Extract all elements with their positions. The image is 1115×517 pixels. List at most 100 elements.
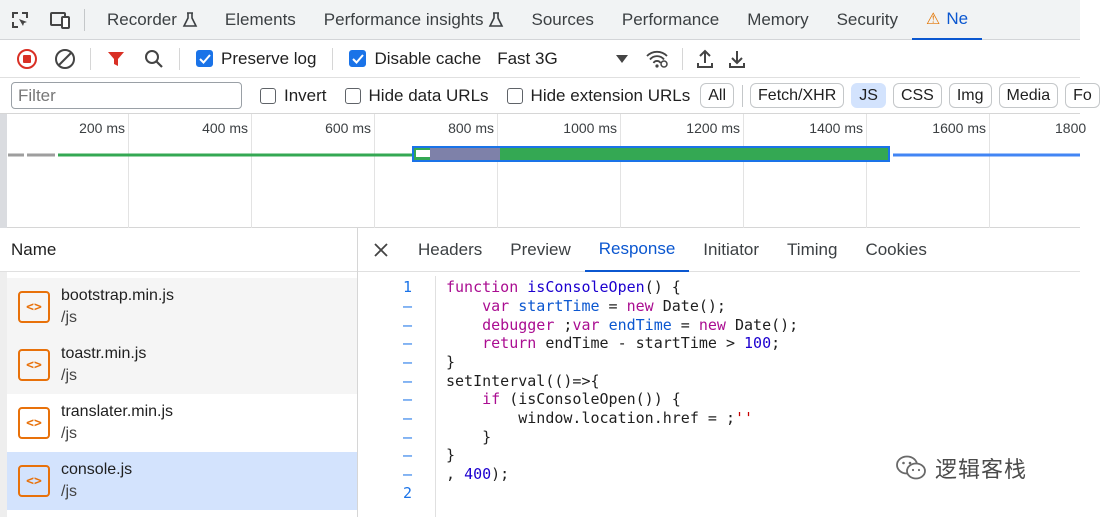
tick-label: 1000 ms: [563, 120, 617, 136]
line-number: 2: [402, 484, 412, 502]
export-har-icon[interactable]: [721, 40, 753, 78]
line-number: –: [402, 316, 412, 334]
divider: [681, 47, 683, 70]
request-row-selected[interactable]: <> console.js /js: [7, 452, 357, 510]
detail-tab-bar: Headers Preview Response Initiator Timin…: [358, 228, 1080, 272]
disable-cache-checkbox[interactable]: Disable cache: [349, 49, 481, 69]
network-overview-timeline[interactable]: 200 ms 400 ms 600 ms 800 ms 1000 ms 1200…: [0, 114, 1086, 228]
code-line: debugger ;var endTime = new Date();: [482, 316, 799, 334]
timeline-resize-handle[interactable]: [0, 114, 7, 228]
filter-bar: Filter Invert Hide data URLs Hide extens…: [0, 78, 1100, 114]
throttling-value: Fast 3G: [497, 48, 558, 68]
filter-placeholder: Filter: [18, 85, 56, 105]
throttling-select[interactable]: Fast 3G: [497, 48, 628, 69]
record-icon[interactable]: [8, 40, 46, 78]
pill-label: CSS: [900, 86, 934, 104]
tick-label: 1200 ms: [686, 120, 740, 136]
type-filter-all[interactable]: All: [700, 83, 735, 108]
tab-label: Headers: [418, 239, 483, 259]
type-filter-img[interactable]: Img: [948, 83, 992, 108]
import-har-icon[interactable]: [689, 40, 721, 78]
tab-label: Response: [598, 238, 676, 258]
request-row[interactable]: <> bootstrap.min.js /js: [7, 278, 357, 336]
watermark-text: 逻辑客栈: [935, 458, 1028, 483]
row-strip: [0, 272, 7, 517]
device-toolbar-icon[interactable]: [40, 0, 80, 40]
invert-checkbox[interactable]: Invert: [260, 86, 327, 106]
type-filter-css[interactable]: CSS: [892, 83, 942, 108]
script-file-icon: <>: [18, 407, 50, 439]
column-title: Name: [11, 239, 57, 259]
line-number-gutter: 1 – – – – – – – – – – 2: [358, 276, 436, 517]
line-number: –: [402, 428, 412, 446]
tab-sources[interactable]: Sources: [517, 0, 607, 40]
invert-label: Invert: [284, 85, 327, 105]
tab-label: Initiator: [703, 239, 760, 259]
request-row[interactable]: <> toastr.min.js /js: [7, 336, 357, 394]
code-line: }: [446, 428, 492, 446]
tab-elements[interactable]: Elements: [211, 0, 310, 40]
type-filter-font[interactable]: Fo: [1065, 83, 1100, 108]
code-line: function isConsoleOpen() {: [446, 278, 681, 296]
checkbox-unchecked-icon: [506, 87, 523, 104]
tab-headers[interactable]: Headers: [404, 228, 496, 272]
tab-label: Ne: [946, 8, 969, 28]
tab-preview[interactable]: Preview: [496, 228, 584, 272]
tab-label: Preview: [510, 239, 571, 259]
watermark: 逻辑客栈: [895, 452, 1027, 484]
gridline: [743, 114, 744, 228]
request-list: Name <> bootstrap.min.js /js <> toastr.m…: [0, 228, 358, 517]
tab-network[interactable]: ⚠ Ne: [912, 0, 983, 40]
hide-extension-urls-checkbox[interactable]: Hide extension URLs: [506, 85, 691, 106]
tick-label: 1400 ms: [809, 120, 863, 136]
preserve-log-label: Preserve log: [221, 48, 317, 68]
inspect-element-icon[interactable]: [0, 0, 40, 40]
gridline: [374, 114, 375, 228]
tab-initiator[interactable]: Initiator: [689, 228, 773, 272]
checkbox-unchecked-icon: [344, 87, 361, 104]
dropdown-arrow-icon: [615, 54, 628, 63]
clear-icon[interactable]: [46, 40, 84, 78]
tab-label: Security: [836, 9, 899, 29]
tab-recorder[interactable]: Recorder: [93, 0, 211, 40]
request-path: /js: [61, 367, 77, 384]
gridline: [620, 114, 621, 228]
close-icon[interactable]: [358, 228, 404, 272]
hide-data-urls-checkbox[interactable]: Hide data URLs: [344, 85, 489, 106]
tick-label: 800 ms: [448, 120, 494, 136]
line-number: –: [402, 297, 412, 315]
hide-extension-urls-label: Hide extension URLs: [530, 85, 691, 105]
divider: [84, 8, 85, 31]
hide-data-urls-label: Hide data URLs: [368, 85, 489, 105]
tick-label: 1800: [1055, 120, 1087, 136]
network-conditions-icon[interactable]: [638, 40, 676, 78]
type-filter-media[interactable]: Media: [998, 83, 1059, 108]
gridline: [128, 114, 129, 228]
tab-cookies[interactable]: Cookies: [851, 228, 940, 272]
beaker-icon: [489, 11, 504, 27]
preserve-log-checkbox[interactable]: Preserve log: [196, 49, 316, 69]
type-filter-fetch-xhr[interactable]: Fetch/XHR: [750, 83, 845, 108]
response-code-view[interactable]: 1 – – – – – – – – – – 2 function isConso…: [358, 276, 1080, 517]
tab-label: Sources: [531, 9, 594, 29]
search-icon[interactable]: [135, 40, 173, 78]
tab-label: Timing: [787, 239, 838, 259]
line-number: –: [402, 446, 412, 464]
type-filter-js[interactable]: JS: [851, 83, 886, 108]
code-line: var startTime = new Date();: [482, 297, 726, 315]
tab-security[interactable]: Security: [823, 0, 912, 40]
tab-performance-insights[interactable]: Performance insights: [310, 0, 518, 40]
devtools-tab-bar: Recorder Elements Performance insights S…: [0, 0, 1080, 40]
name-column-header[interactable]: Name: [0, 228, 357, 272]
gridline: [251, 114, 252, 228]
tab-memory[interactable]: Memory: [733, 0, 822, 40]
tick-label: 400 ms: [202, 120, 248, 136]
request-row[interactable]: <> translater.min.js /js: [7, 394, 357, 452]
line-number: –: [402, 465, 412, 483]
tab-response[interactable]: Response: [584, 228, 690, 272]
filter-funnel-icon[interactable]: [97, 40, 135, 78]
tab-performance[interactable]: Performance: [608, 0, 733, 40]
code-line: window.location.href = ;'': [446, 409, 754, 427]
filter-input[interactable]: Filter: [11, 82, 242, 109]
tab-timing[interactable]: Timing: [773, 228, 851, 272]
